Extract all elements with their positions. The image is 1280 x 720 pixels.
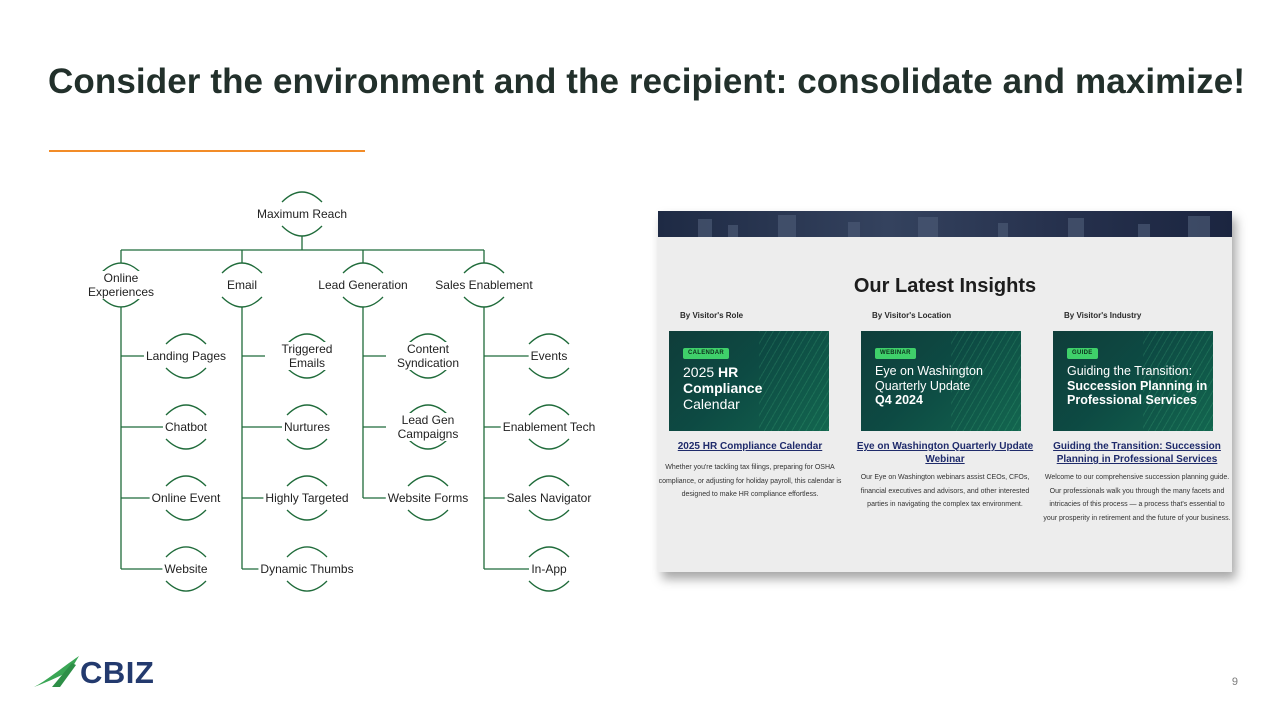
child-node-label: Sales Navigator [505, 491, 594, 505]
root-node-top-arc [282, 192, 322, 202]
child-node-top-arc [166, 547, 206, 557]
branch-node-top-arc [343, 263, 383, 273]
branch-node-label: Email [225, 278, 259, 292]
insight-card-description: Whether you're tackling tax filings, pre… [658, 461, 845, 502]
child-node-bottom-arc [166, 581, 206, 591]
child-node-bottom-arc [408, 510, 448, 520]
card-title-text: Guiding the Transition: [1067, 364, 1192, 378]
insight-card-link[interactable]: 2025 HR Compliance Calendar [658, 440, 845, 453]
insight-column-label: By Visitor's Role [680, 311, 848, 331]
card-tag-badge: CALENDAR [683, 348, 729, 359]
child-node-label: Triggered Emails [265, 342, 349, 370]
child-node-bottom-arc [166, 439, 206, 449]
insight-card-link[interactable]: Guiding the Transition: Succession Plann… [1042, 440, 1232, 466]
child-node-top-arc [287, 476, 327, 486]
child-node-label: Online Event [150, 491, 223, 505]
insight-column: By Visitor's Industry [1042, 311, 1232, 331]
insight-column-label: By Visitor's Location [872, 311, 1040, 331]
card-title-bold-text: Compliance [683, 380, 762, 396]
logo-text: CBIZ [80, 655, 154, 691]
child-node-top-arc [166, 476, 206, 486]
insight-column: By Visitor's Location [850, 311, 1040, 331]
card-title-line: Q4 2024 [875, 393, 923, 407]
child-node-label: Chatbot [163, 420, 209, 434]
card-title-line: Eye on Washington [875, 364, 983, 378]
child-node-bottom-arc [287, 510, 327, 520]
child-node-bottom-arc [529, 368, 569, 378]
card-title-bold-text: Professional Services [1067, 393, 1197, 407]
root-node-label: Maximum Reach [255, 207, 349, 221]
child-node-bottom-arc [166, 510, 206, 520]
card-title-text: 2025 [683, 364, 718, 380]
child-node-bottom-arc [529, 581, 569, 591]
card-title-line: Calendar [683, 396, 740, 412]
branch-node-top-arc [222, 263, 262, 273]
insight-column: By Visitor's Role [658, 311, 848, 331]
child-node-bottom-arc [287, 439, 327, 449]
insight-column-label: By Visitor's Industry [1064, 311, 1232, 331]
child-node-top-arc [166, 334, 206, 344]
branch-node-bottom-arc [343, 297, 383, 307]
child-node-top-arc [529, 334, 569, 344]
child-node-label: Nurtures [282, 420, 332, 434]
child-node-bottom-arc [529, 510, 569, 520]
insight-card-link[interactable]: Eye on Washington Quarterly Update Webin… [850, 440, 1040, 466]
child-node-label: Website Forms [386, 491, 470, 505]
card-tag-badge: WEBINAR [875, 348, 916, 359]
org-chart: Maximum ReachOnline ExperiencesLanding P… [0, 0, 640, 720]
child-node-label: Dynamic Thumbs [258, 562, 355, 576]
child-node-label: Events [529, 349, 570, 363]
card-title-line: Quarterly Update [875, 379, 970, 393]
child-node-top-arc [166, 405, 206, 415]
card-title-bold-text: Succession Planning in [1067, 379, 1207, 393]
card-title-line: Compliance [683, 380, 762, 396]
child-node-top-arc [408, 476, 448, 486]
child-node-label: Highly Targeted [263, 491, 350, 505]
card-title-bold-text: Q4 2024 [875, 393, 923, 407]
insight-card-description: Welcome to our comprehensive succession … [1042, 471, 1232, 525]
child-node-top-arc [529, 547, 569, 557]
insight-card-image[interactable]: GUIDE Guiding the Transition:Succession P… [1053, 331, 1213, 431]
card-title-line: 2025 HR [683, 364, 738, 380]
card-title-text: Calendar [683, 396, 740, 412]
insights-heading: Our Latest Insights [658, 275, 1232, 298]
card-tag-badge: GUIDE [1067, 348, 1098, 359]
card-title-text: Quarterly Update [875, 379, 970, 393]
website-banner-image [658, 211, 1232, 237]
card-title-line: Guiding the Transition: [1067, 364, 1192, 378]
logo-swoosh-icon [32, 653, 82, 693]
child-node-top-arc [529, 405, 569, 415]
branch-node-label: Online Experiences [79, 271, 163, 299]
page-number: 9 [1232, 676, 1238, 688]
child-node-label: Enablement Tech [501, 420, 598, 434]
child-node-top-arc [529, 476, 569, 486]
branch-node-bottom-arc [464, 297, 504, 307]
branch-node-top-arc [464, 263, 504, 273]
card-title-line: Succession Planning in [1067, 379, 1207, 393]
child-node-bottom-arc [166, 368, 206, 378]
branch-node-bottom-arc [222, 297, 262, 307]
child-node-label: Website [162, 562, 209, 576]
child-node-label: In-App [529, 562, 568, 576]
child-node-label: Landing Pages [144, 349, 228, 363]
child-node-label: Lead Gen Campaigns [386, 413, 470, 441]
branch-node-label: Lead Generation [316, 278, 409, 292]
child-node-bottom-arc [287, 581, 327, 591]
child-node-bottom-arc [529, 439, 569, 449]
card-title-text: Eye on Washington [875, 364, 983, 378]
branch-node-label: Sales Enablement [433, 278, 534, 292]
card-title-bold-text: HR [718, 364, 738, 380]
insight-card-description: Our Eye on Washington webinars assist CE… [850, 471, 1040, 512]
root-node-bottom-arc [282, 226, 322, 236]
child-node-top-arc [287, 547, 327, 557]
card-title-line: Professional Services [1067, 393, 1197, 407]
child-node-top-arc [287, 405, 327, 415]
cbiz-logo: CBIZ [32, 653, 162, 693]
child-node-label: Content Syndication [386, 342, 470, 370]
